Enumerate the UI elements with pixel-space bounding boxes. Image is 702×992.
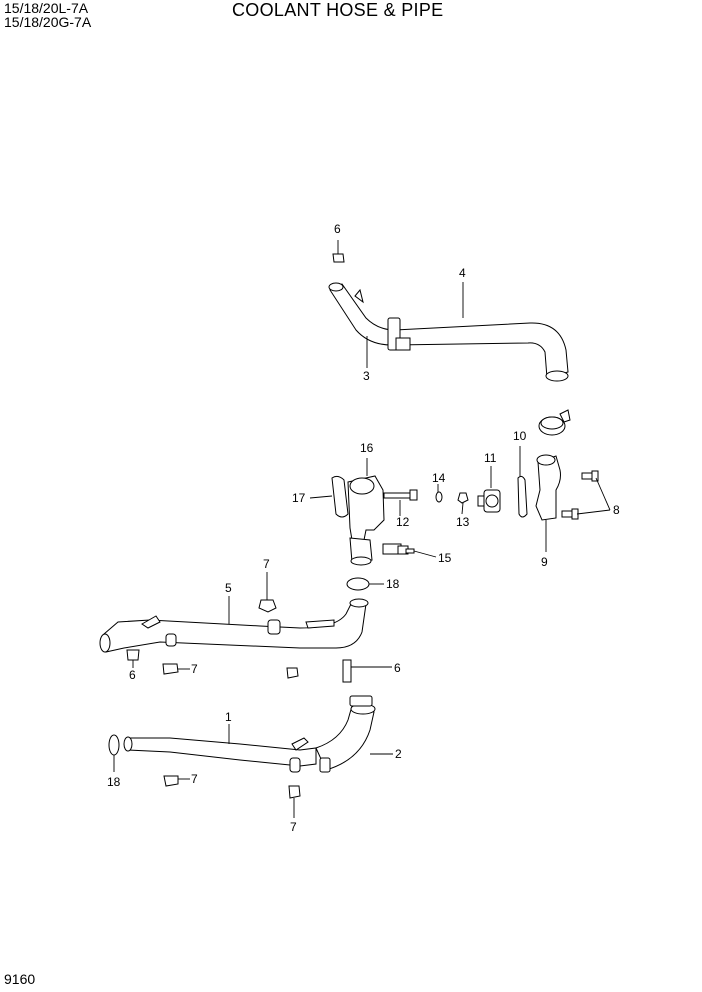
page-title: COOLANT HOSE & PIPE [232, 0, 444, 20]
callout-13: 13 [456, 515, 470, 529]
callout-17: 17 [292, 491, 306, 505]
callout-18: 18 [107, 775, 121, 789]
callout-7: 7 [191, 772, 198, 786]
callout-16: 16 [360, 441, 374, 455]
bolt-6-right[interactable] [342, 659, 352, 683]
coolant-hose-upper[interactable] [328, 282, 569, 382]
callout-7: 7 [191, 662, 198, 676]
callout-6: 6 [394, 661, 401, 675]
callout-1: 1 [225, 710, 232, 724]
coolant-hose-2[interactable] [315, 695, 376, 773]
o-ring-18-upper[interactable] [346, 577, 370, 591]
callout-6: 6 [129, 668, 136, 682]
nut-7-lower-left[interactable] [163, 775, 179, 787]
callout-8: 8 [613, 503, 620, 517]
nut-7-right[interactable] [286, 667, 299, 679]
callout-10: 10 [513, 429, 527, 443]
clip-upper[interactable] [332, 253, 364, 304]
model-code-line-1: 15/18/20L-7A [4, 0, 89, 16]
callout-15: 15 [438, 551, 452, 565]
coolant-pipe-1[interactable] [123, 736, 317, 773]
callout-14: 14 [432, 471, 446, 485]
callout-7: 7 [263, 557, 270, 571]
callout-labels: 6 4 3 10 16 11 14 17 8 12 13 9 15 7 18 5… [107, 222, 620, 834]
water-outlet-9[interactable] [535, 454, 561, 521]
nut-7-top[interactable] [258, 599, 277, 613]
thermostat-11[interactable] [477, 489, 501, 513]
bolts-8[interactable] [561, 470, 599, 520]
bolt-12[interactable] [383, 489, 418, 501]
cap-6-left[interactable] [126, 649, 140, 661]
callout-6: 6 [334, 222, 341, 236]
callout-4: 4 [459, 266, 466, 280]
nut-7-bottom[interactable] [288, 785, 301, 799]
callout-18: 18 [386, 577, 400, 591]
callout-11: 11 [484, 451, 497, 465]
callout-9: 9 [541, 555, 548, 569]
nut-7-mid[interactable] [162, 663, 179, 675]
leader-lines [113, 240, 611, 818]
gasket-17[interactable] [331, 475, 349, 518]
callout-2: 2 [395, 747, 402, 761]
callout-5: 5 [225, 581, 232, 595]
thermostat-housing-16[interactable] [347, 475, 385, 566]
model-code-line-2: 15/18/20G-7A [4, 14, 92, 30]
page-number: 9160 [4, 971, 36, 987]
callout-3: 3 [363, 369, 370, 383]
o-ring-18-lower[interactable] [108, 734, 120, 756]
coolant-pipe-5[interactable] [99, 598, 369, 653]
callout-12: 12 [396, 515, 410, 529]
hose-clamp-upper[interactable] [387, 317, 411, 351]
gasket-thermostat[interactable] [517, 475, 528, 518]
washer-14[interactable] [435, 491, 443, 503]
callout-7: 7 [290, 820, 297, 834]
nut-13[interactable] [457, 492, 469, 504]
hose-clamp-10[interactable] [538, 409, 571, 436]
temperature-sensor-15[interactable] [382, 543, 415, 555]
